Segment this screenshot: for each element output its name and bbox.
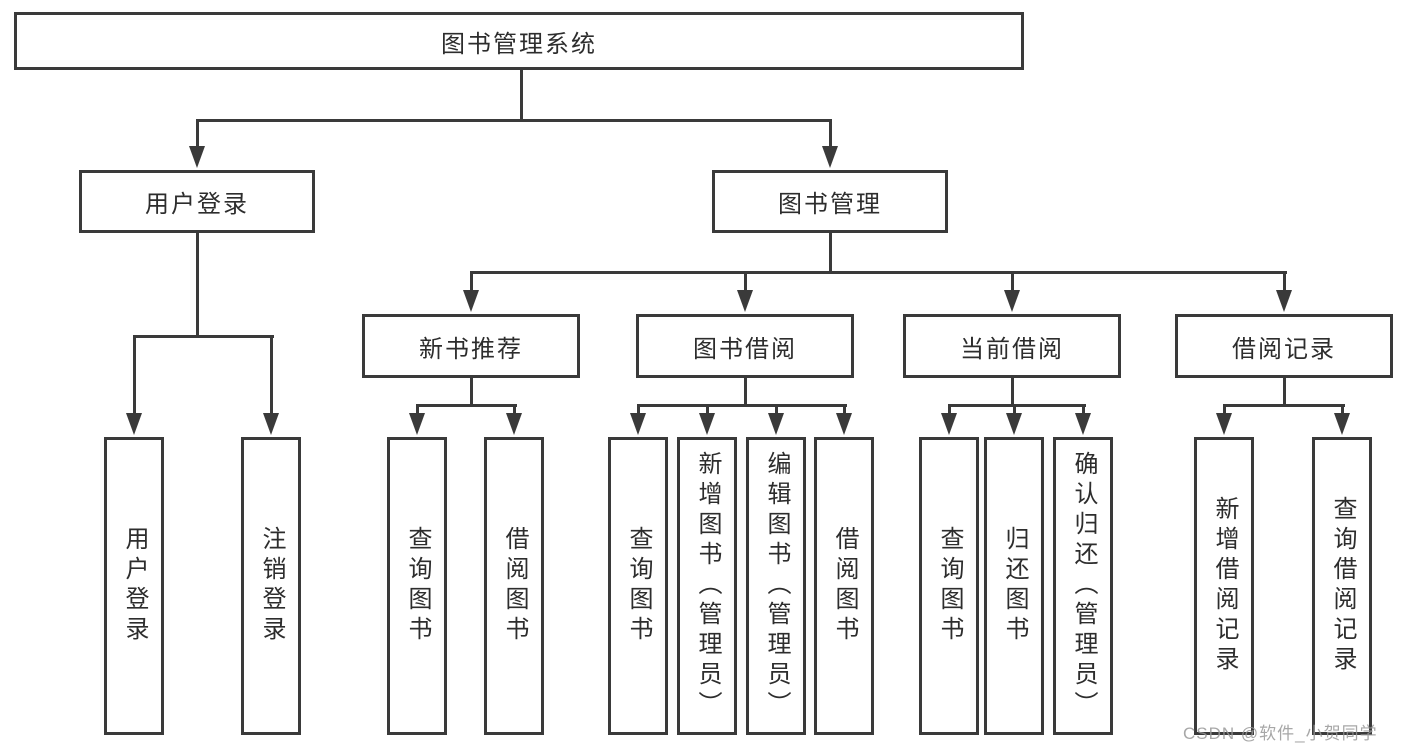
connector-stem (416, 404, 419, 416)
arrow-down-icon (822, 146, 838, 168)
node-label: 借阅记录 (1232, 335, 1336, 363)
node-label: 确认归还（管理员） (1070, 451, 1097, 721)
connector-stem (133, 335, 136, 416)
node-leaf-add-borrow-record: 新增借阅记录 (1194, 437, 1254, 735)
node-book-borrow: 图书借阅 (636, 314, 854, 378)
connector-stem (1082, 404, 1085, 416)
arrow-down-icon (1276, 290, 1292, 312)
connector-bookborrow-vline (744, 376, 747, 407)
connector-stem (1341, 404, 1344, 416)
node-leaf-query-borrow-record: 查询借阅记录 (1312, 437, 1372, 735)
node-label: 图书管理 (778, 191, 882, 218)
node-leaf-current-query-book: 查询图书 (919, 437, 979, 735)
arrow-down-icon (1216, 413, 1232, 435)
connector-stem (196, 119, 199, 149)
node-current-borrow: 当前借阅 (903, 314, 1121, 378)
connector-userlogin-hline (133, 335, 274, 338)
node-new-book-recommend: 新书推荐 (362, 314, 580, 378)
node-label: 用户登录 (121, 526, 148, 646)
connector-bookmgmt-vline (829, 231, 832, 274)
node-book-management: 图书管理 (712, 170, 948, 233)
connector-stem (1223, 404, 1226, 416)
arrow-down-icon (1075, 413, 1091, 435)
node-root: 图书管理系统 (14, 12, 1024, 70)
node-leaf-newbook-query-book: 查询图书 (387, 437, 447, 735)
arrow-down-icon (189, 146, 205, 168)
arrow-down-icon (630, 413, 646, 435)
arrow-down-icon (1004, 290, 1020, 312)
node-leaf-borrow-book: 借阅图书 (814, 437, 874, 735)
connector-stem (829, 119, 832, 149)
connector-stem (744, 271, 747, 293)
node-label: 新书推荐 (419, 335, 523, 363)
node-label: 注销登录 (258, 526, 285, 646)
node-leaf-edit-book-admin: 编辑图书（管理员） (746, 437, 806, 735)
arrow-down-icon (409, 413, 425, 435)
arrow-down-icon (836, 413, 852, 435)
connector-records-vline (1283, 376, 1286, 407)
connector-currentborrow-hline (948, 404, 1086, 407)
arrow-down-icon (506, 413, 522, 435)
connector-stem (948, 404, 951, 416)
arrow-down-icon (1006, 413, 1022, 435)
connector-bookborrow-hline (637, 404, 847, 407)
arrow-down-icon (699, 413, 715, 435)
connector-stem (270, 335, 273, 416)
connector-newbook-hline (416, 404, 517, 407)
node-label: 图书借阅 (693, 335, 797, 363)
arrow-down-icon (768, 413, 784, 435)
node-leaf-add-book-admin: 新增图书（管理员） (677, 437, 737, 735)
node-label: 图书管理系统 (441, 30, 597, 58)
connector-stem (706, 404, 709, 416)
node-leaf-confirm-return-admin: 确认归还（管理员） (1053, 437, 1113, 735)
connector-stem (843, 404, 846, 416)
node-label: 编辑图书（管理员） (763, 451, 790, 721)
connector-stem (513, 404, 516, 416)
arrow-down-icon (737, 290, 753, 312)
arrow-down-icon (941, 413, 957, 435)
connector-stem (1013, 404, 1016, 416)
node-label: 用户登录 (145, 191, 249, 218)
node-label: 新增图书（管理员） (694, 451, 721, 721)
csdn-watermark: CSDN @软件_小贺同学 (1183, 724, 1378, 743)
node-label: 当前借阅 (960, 335, 1064, 363)
node-label: 借阅图书 (831, 526, 858, 646)
node-leaf-newbook-borrow-book: 借阅图书 (484, 437, 544, 735)
node-borrow-records: 借阅记录 (1175, 314, 1393, 378)
connector-records-hline (1223, 404, 1345, 407)
connector-root-vline (520, 69, 523, 122)
arrow-down-icon (263, 413, 279, 435)
connector-userlogin-vline (196, 231, 199, 338)
node-leaf-user-login: 用户登录 (104, 437, 164, 735)
node-label: 借阅图书 (501, 526, 528, 646)
arrow-down-icon (126, 413, 142, 435)
node-label: 新增借阅记录 (1211, 496, 1238, 676)
node-label: 查询图书 (936, 526, 963, 646)
connector-root-hline (196, 119, 832, 122)
node-leaf-return-book: 归还图书 (984, 437, 1044, 735)
connector-stem (470, 271, 473, 293)
connector-newbook-vline (470, 376, 473, 407)
arrow-down-icon (463, 290, 479, 312)
connector-stem (1283, 271, 1286, 293)
connector-currentborrow-vline (1011, 376, 1014, 407)
connector-bookmgmt-hline (470, 271, 1287, 274)
node-user-login: 用户登录 (79, 170, 315, 233)
connector-stem (637, 404, 640, 416)
node-label: 查询图书 (625, 526, 652, 646)
node-leaf-logout: 注销登录 (241, 437, 301, 735)
connector-stem (1011, 271, 1014, 293)
connector-stem (775, 404, 778, 416)
node-label: 查询借阅记录 (1329, 496, 1356, 676)
node-label: 查询图书 (404, 526, 431, 646)
node-label: 归还图书 (1001, 526, 1028, 646)
arrow-down-icon (1334, 413, 1350, 435)
node-leaf-borrow-query-book: 查询图书 (608, 437, 668, 735)
